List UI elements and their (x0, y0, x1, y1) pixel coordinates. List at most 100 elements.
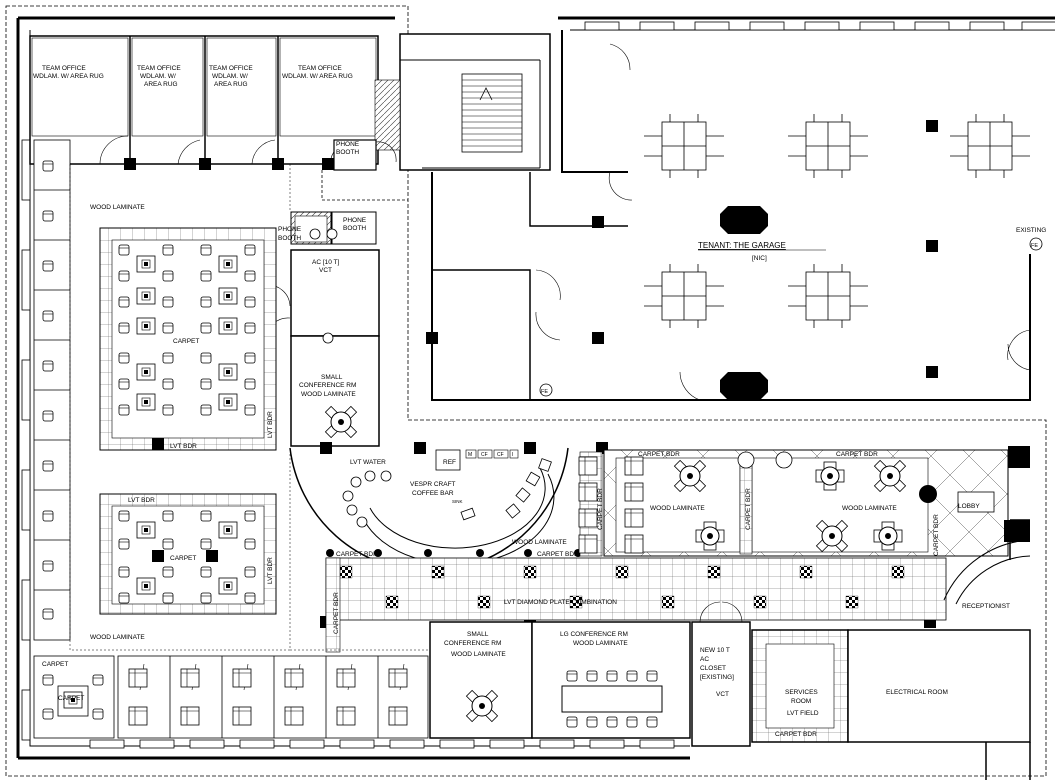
lobby-label: LOBBY (958, 503, 980, 510)
small-conference-bottom (429, 621, 533, 739)
large-conference (531, 621, 691, 739)
ac-closet-bottom-line3: CLOSET (700, 665, 726, 672)
carpet-corner-table-label: CARPET (58, 695, 84, 702)
ac-closet-bottom-line4: [EXISTING] (700, 674, 734, 681)
team-office-1-line1: TEAM OFFICE (42, 65, 86, 72)
lvt-diamond-label: LVT DIAMOND PLATE COMBINATION (504, 599, 617, 606)
lounge-area (578, 446, 1030, 557)
receptionist-label: RECEPTIONIST (962, 603, 1010, 610)
wood-laminate-lounge-1: WOOD LAMINATE (650, 505, 705, 512)
team-office-2-line2: WDLAM. W/ (140, 73, 176, 80)
ac-closet-bottom (691, 601, 751, 747)
ac-closet-bottom-line5: VCT (716, 691, 729, 698)
ac-closet-top (290, 249, 380, 337)
carpet-corner (33, 655, 115, 739)
carpet-label-lower: CARPET (170, 555, 196, 562)
wood-laminate-coffee: WOOD LAMINATE (512, 539, 567, 546)
carpet-label-top: CARPET (173, 338, 199, 345)
bottom-offices (117, 655, 429, 739)
sink-label: SINK (452, 499, 463, 504)
ac-closet-bottom-line1: NEW 10 T (700, 647, 730, 654)
carpet-bdr-v2: CARPET BDR (597, 488, 604, 530)
services-line2: ROOM (791, 698, 811, 705)
wood-laminate-lounge-2: WOOD LAMINATE (842, 505, 897, 512)
team-office-4-line2: WDLAM. W/ AREA RUG (282, 73, 353, 80)
small-conf-bottom-line2: CONFERENCE RM (444, 640, 501, 647)
lvt-bdr-label-c: LVT BDR (128, 497, 155, 504)
phone-booth-3-line2: BOOTH (343, 225, 366, 232)
wood-laminate-label-bottom: WOOD LAMINATE (90, 634, 145, 641)
ac-closet-bottom-line2: AC (700, 656, 709, 663)
coffee-bar (289, 447, 569, 573)
appliance-i: I (512, 452, 513, 458)
ref-label: REF (443, 459, 456, 466)
carpet-bdr-services: CARPET BDR (775, 731, 817, 738)
carpet-corner-label: CARPET (42, 661, 68, 668)
carpet-bdr-6: CARPET BDR (836, 451, 878, 458)
open-office-carpet-bottom (99, 493, 277, 615)
electrical-room (847, 629, 1031, 780)
appliance-cf-1: CF (481, 452, 488, 458)
fire-extinguisher-icon: FE (1029, 237, 1043, 251)
ac-closet-top-line1: AC [10 T] (312, 259, 340, 266)
stair-core (374, 33, 551, 171)
team-office-2-line1: TEAM OFFICE (137, 65, 181, 72)
coffee-bar-line1: VESPR CRAFT (410, 481, 456, 488)
carpet-bdr-v3: CARPET BDR (745, 488, 752, 530)
lvt-bdr-label-a: LVT BDR (170, 443, 197, 450)
services-line3: LVT FIELD (787, 710, 819, 717)
team-office-3-line2: WDLAM. W/ (212, 73, 248, 80)
phone-booth-1-line1: PHONE (336, 141, 360, 148)
appliance-cf-2: CF (497, 452, 504, 458)
reception-desk (943, 519, 1031, 605)
lease-line (5, 5, 1047, 777)
electrical-room-label: ELECTRICAL ROOM (886, 689, 948, 696)
phone-booths (290, 139, 408, 245)
ac-closet-top-line2: VCT (319, 267, 332, 274)
lg-conf-line1: LG CONFERENCE RM (560, 631, 628, 638)
team-office-3-line1: TEAM OFFICE (209, 65, 253, 72)
window-band-bottom (89, 739, 675, 749)
phone-booth-2-line2: BOOTH (278, 235, 301, 242)
small-conf-top-line3: WOOD LAMINATE (301, 391, 356, 398)
team-office-1-line2: WDLAM. W/ AREA RUG (33, 73, 104, 80)
carpet-bdr-2: CARPET BDR (537, 551, 579, 558)
phone-booth-2-line1: PHONE (278, 226, 302, 233)
fe-label-1: FE (1031, 243, 1038, 249)
services-line1: SERVICES (785, 689, 818, 696)
fire-extinguisher-icon-2: FE (539, 383, 553, 397)
carpet-bdr-v4: CARPET BDR (933, 514, 940, 556)
small-conf-bottom-line3: WOOD LAMINATE (451, 651, 506, 658)
appliance-m: M (468, 452, 472, 458)
lg-conf-line2: WOOD LAMINATE (573, 640, 628, 647)
open-office-carpet-top (99, 227, 277, 451)
open-office-partitions (69, 163, 428, 651)
small-conf-top-line1: SMALL (321, 374, 343, 381)
small-conf-bottom-line1: SMALL (467, 631, 489, 638)
fe-label-2: FE (541, 389, 548, 395)
tenant-sub: [NIC] (752, 255, 767, 262)
tenant-title: TENANT: THE GARAGE (698, 241, 786, 250)
existing-label: EXISTING (1016, 227, 1046, 234)
lvt-bdr-label-b: LVT BDR (267, 411, 274, 438)
carpet-bdr-v1: CARPET BDR (333, 592, 340, 634)
small-conf-top-line2: CONFERENCE RM (299, 382, 356, 389)
team-offices (29, 35, 379, 170)
perimeter-desks-left (33, 139, 71, 641)
carpet-bdr-5: CARPET BDR (638, 451, 680, 458)
lvt-water-label: LVT WATER (350, 459, 386, 466)
coffee-bar-line2: COFFEE BAR (412, 490, 454, 497)
team-office-2-line3: AREA RUG (144, 81, 178, 88)
wood-laminate-label-top: WOOD LAMINATE (90, 204, 145, 211)
team-office-3-line3: AREA RUG (214, 81, 248, 88)
team-office-4-line1: TEAM OFFICE (298, 65, 342, 72)
lvt-bdr-label-d: LVT BDR (267, 557, 274, 584)
phone-booth-3-line1: PHONE (343, 217, 367, 224)
carpet-bdr-1: CARPET BDR (336, 551, 378, 558)
lvt-diamond-corridor (325, 557, 947, 653)
window-band-left (21, 139, 31, 741)
phone-booth-1-line2: BOOTH (336, 149, 359, 156)
services-room (751, 629, 849, 743)
tenant-building (426, 16, 1055, 401)
